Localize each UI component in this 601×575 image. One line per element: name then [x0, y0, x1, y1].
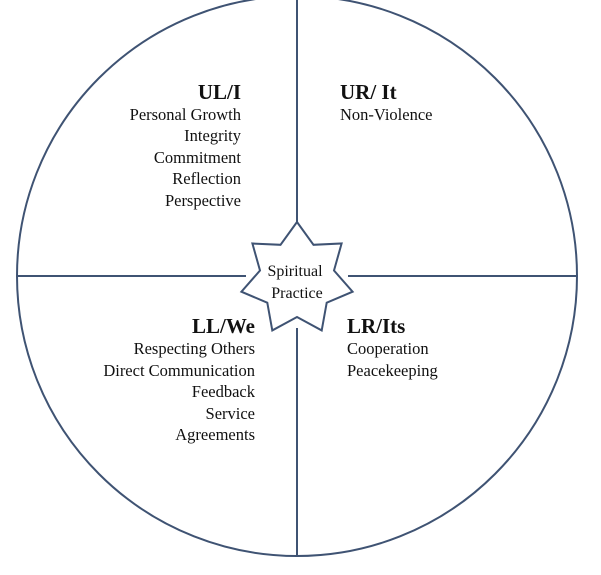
ll-item: Respecting Others	[134, 339, 255, 358]
lr-item: Cooperation	[347, 339, 429, 358]
ul-item: Personal Growth	[130, 105, 242, 124]
quadrant-heading-lr: LR/Its	[347, 314, 405, 338]
ul-item: Integrity	[184, 126, 242, 145]
quadrant-heading-ur: UR/ It	[340, 80, 397, 104]
center-label-line-1: Spiritual	[267, 263, 323, 280]
ul-item: Commitment	[154, 148, 242, 167]
ul-item: Reflection	[172, 169, 241, 188]
quadrant-heading-ll: LL/We	[192, 314, 255, 338]
ur-item: Non-Violence	[340, 105, 432, 124]
ll-item: Direct Communication	[103, 361, 255, 380]
quadrant-upper-left: UL/I Personal Growth Integrity Commitmen…	[130, 80, 242, 210]
ul-item: Perspective	[165, 191, 241, 210]
ll-item: Agreements	[175, 425, 255, 444]
quadrant-lower-right: LR/Its Cooperation Peacekeeping	[347, 314, 438, 380]
ll-item: Feedback	[192, 382, 256, 401]
quadrant-lower-left: LL/We Respecting Others Direct Communica…	[103, 314, 255, 444]
quadrant-heading-ul: UL/I	[198, 80, 241, 104]
ll-item: Service	[206, 404, 255, 423]
center-label: Spiritual Practice	[267, 263, 326, 302]
quadrant-upper-right: UR/ It Non-Violence	[340, 80, 432, 124]
center-label-line-2: Practice	[271, 285, 323, 302]
lr-item: Peacekeeping	[347, 361, 438, 380]
center-star	[239, 220, 355, 332]
